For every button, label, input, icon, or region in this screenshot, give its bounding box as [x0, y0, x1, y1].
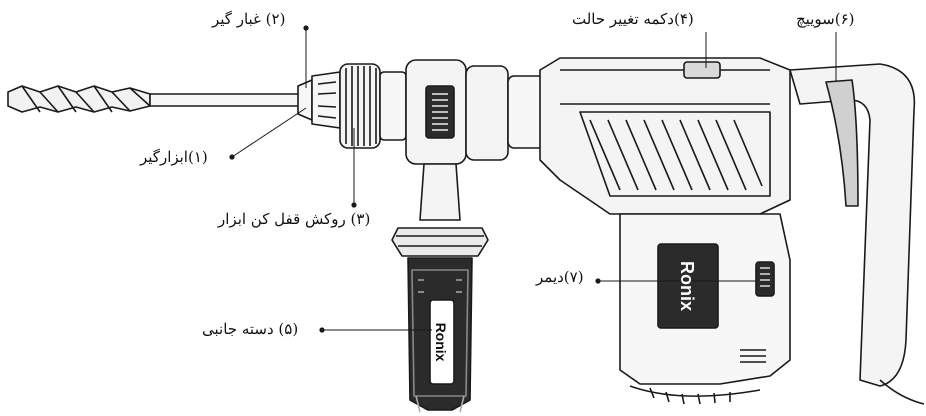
motor-body — [619, 213, 791, 405]
label-dimmer: (۷)دیمر — [536, 268, 584, 286]
drill-bit — [7, 85, 301, 113]
side-handle-part — [391, 163, 489, 413]
label-dust-cover: (۲) غبار گیر — [212, 10, 286, 28]
motor-housing — [539, 57, 791, 215]
brand-logo-handle: Ronix — [433, 323, 449, 362]
label-tool-holder: (۱)ابزارگیر — [140, 148, 208, 166]
lock-sleeve-part — [339, 63, 407, 149]
rear-handle — [789, 63, 925, 405]
label-mode-button: (۴)دکمه تغییر حالت — [572, 10, 694, 28]
label-switch: (۶)سوییچ — [796, 10, 855, 28]
label-lock-sleeve: (۳) روکش قفل کن ابزار — [218, 210, 371, 228]
handle-collar — [405, 59, 545, 165]
leader-dots — [229, 25, 601, 333]
leader-tool-holder — [231, 107, 307, 158]
label-side-handle: (۵) دسته جانبی — [202, 320, 299, 338]
tool-holder-part — [297, 71, 341, 129]
leader-lines — [231, 28, 837, 331]
brand-logo-body: Ronix — [677, 261, 697, 311]
